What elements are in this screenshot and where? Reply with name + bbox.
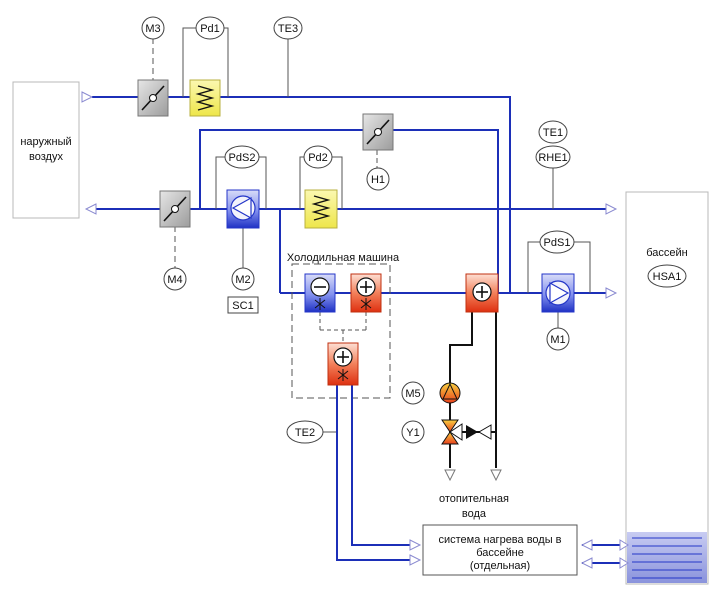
instrument-lines (152, 27, 591, 433)
heater-coil-1 (189, 79, 221, 117)
heating-water-line2: вода (462, 508, 487, 520)
fan-exhaust (226, 189, 260, 229)
pool-water (627, 532, 707, 583)
chiller-evaporator (304, 273, 336, 313)
pool-heating-system-box: система нагрева воды в бассейне (отдельн… (422, 524, 578, 576)
outside-air-box: наружный воздух (12, 81, 80, 219)
water-condenser (327, 342, 359, 386)
tag-pds2: PdS2 (229, 152, 256, 164)
hsa1-label: HSA1 (653, 271, 682, 283)
heating-water-arrows (444, 469, 502, 482)
damper-m3 (137, 79, 169, 117)
pool-heat-arrows (409, 539, 629, 569)
arrow-exhaust (84, 203, 97, 215)
bypass-duct (199, 129, 499, 293)
chiller-label: Холодильная машина (287, 252, 400, 264)
tag-pd2: Pd2 (308, 152, 328, 164)
arrow-intake (81, 91, 94, 103)
damper-bypass (362, 113, 394, 151)
tag-m4: M4 (167, 274, 182, 286)
tag-pds1: PdS1 (544, 237, 571, 249)
pool-heating-line3: (отдельная) (470, 560, 530, 572)
chiller-boundary (291, 263, 391, 399)
pool-heating-line1: система нагрева воды в (438, 534, 561, 546)
pool-label: бассейн (646, 247, 688, 259)
tag-m5: M5 (405, 388, 420, 400)
tag-m2: M2 (235, 274, 250, 286)
heating-water-line1: отопительная (439, 493, 509, 505)
damper-m4 (159, 190, 191, 228)
arrow-exhaust-right (605, 203, 618, 215)
tag-te1: TE1 (543, 127, 563, 139)
tags (141, 16, 575, 444)
outside-air-line2: воздух (29, 151, 63, 163)
tag-m1: M1 (550, 334, 565, 346)
fan-supply (541, 273, 575, 313)
tag-pd1: Pd1 (200, 23, 220, 35)
three-way-valve-y1 (441, 419, 463, 445)
outside-air-line1: наружный (20, 136, 71, 148)
tag-rhe1: RHE1 (538, 152, 567, 164)
heater-coil-2 (304, 189, 338, 229)
pump-m5 (439, 382, 461, 404)
water-heater (465, 273, 499, 313)
tag-m3: M3 (145, 23, 160, 35)
chiller-condenser (350, 273, 382, 313)
hsa1-tag (647, 264, 687, 288)
intake-duct (92, 96, 511, 293)
tag-sc1: SC1 (232, 300, 253, 312)
duct-arrows (81, 91, 618, 299)
tag-te3: TE3 (278, 23, 298, 35)
pool: бассейн HSA1 (625, 191, 709, 585)
pool-heating-line2: бассейне (476, 547, 524, 559)
tag-h1: H1 (371, 174, 385, 186)
check-valve (466, 424, 492, 440)
tag-te2: TE2 (295, 427, 315, 439)
sc1-tag (227, 296, 259, 314)
tag-y1: Y1 (406, 427, 419, 439)
tag-labels: M3 Pd1 TE3 TE1 RHE1 PdS2 Pd2 H1 M4 M2 SC… (145, 23, 570, 439)
arrow-supply (605, 287, 618, 299)
